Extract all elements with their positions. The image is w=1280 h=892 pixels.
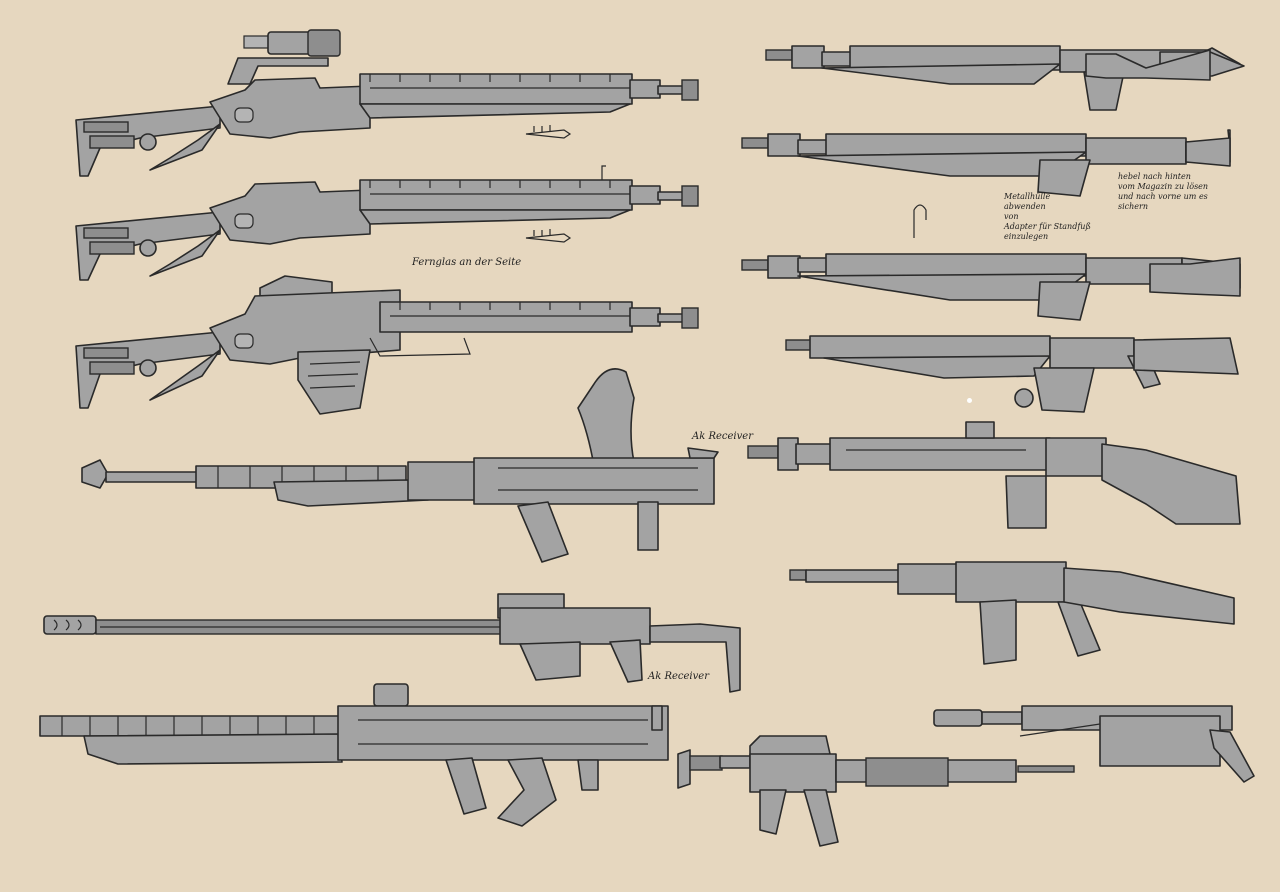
long-barrel-sniper [40,580,741,700]
ak-carbine [780,550,1240,670]
annotation-magazine-release: hebel nach hinten vom Magazin zu lösen u… [1118,172,1209,211]
battle-rifle-3-stock [1149,256,1244,300]
annotation-ak-receiver-1: Ak Receiver [692,431,753,442]
dmr-thumbhole [746,420,1246,530]
m16-taped [676,734,1076,854]
scope-cap-sketch [1010,386,1040,412]
battle-rifle-2-stock [1185,136,1236,170]
lmg-drum-mag [78,362,728,582]
battle-rifle-1-stock [1085,48,1216,88]
bipod-sketch-2 [524,226,574,246]
white-dot [967,398,972,403]
compact-rifle [930,696,1255,806]
annotation-scope-side: Fernglas an der Seite [412,257,522,268]
scoped-rifle-2 [70,160,710,290]
ak-long-handguard [38,680,678,840]
bipod-sketch-1 [524,122,574,142]
scoped-rifle-1 [70,28,710,188]
arrow-down-sketch [910,200,930,240]
annotation-ak-receiver-2: Ak Receiver [648,671,709,682]
battle-rifle-4 [784,330,1244,420]
annotation-handguard: Metallhülle abwenden von Adapter für Sta… [1004,192,1091,241]
scoped-rifle-mag [70,268,710,418]
